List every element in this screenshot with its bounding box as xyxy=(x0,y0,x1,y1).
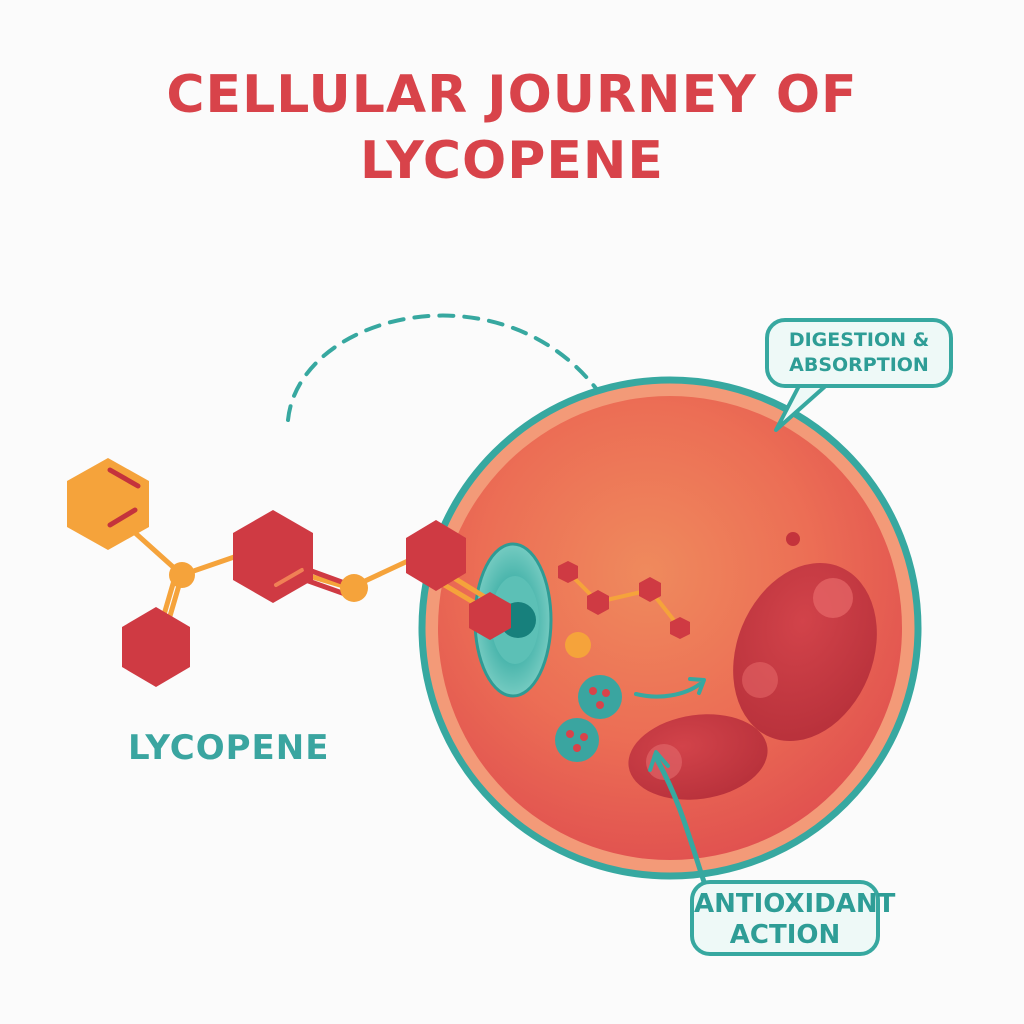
vesicle-1-dot-b xyxy=(602,689,610,697)
intracellular-lycopene xyxy=(558,561,690,658)
joint-orange-2 xyxy=(340,574,368,602)
antioxidant-pointer-head-icon xyxy=(648,750,670,772)
vesicle-2-dot-c xyxy=(573,744,581,752)
title-line-2: LYCOPENE xyxy=(360,131,664,191)
lycopene-molecule xyxy=(67,458,511,687)
antioxidant-action-callout: ANTIOXIDANT ACTION xyxy=(690,880,896,956)
joint-orange-1 xyxy=(169,562,195,588)
molecule-label: LYCOPENE xyxy=(128,728,330,768)
vesicle-1-dot-a xyxy=(589,687,597,695)
antioxidant-line-1: ANTIOXIDANT xyxy=(694,889,896,919)
page-title: CELLULAR JOURNEY OF LYCOPENE xyxy=(0,62,1024,194)
digestion-absorption-callout: DIGESTION & ABSORPTION xyxy=(765,318,953,388)
title-line-1: CELLULAR JOURNEY OF xyxy=(166,65,858,125)
digestion-line-2: ABSORPTION xyxy=(789,354,929,376)
travel-path-arrow xyxy=(286,313,634,457)
antioxidant-pointer-arrow xyxy=(652,753,708,888)
organelle-highlight-small xyxy=(742,662,778,698)
hexagon-red-2 xyxy=(233,510,313,603)
vesicle-2-dot-a xyxy=(566,730,574,738)
hexagon-red-3 xyxy=(406,520,466,591)
internal-arrow-head-icon xyxy=(688,677,706,695)
hexagon-red-1 xyxy=(122,607,190,687)
antioxidant-line-2: ACTION xyxy=(729,920,841,950)
digestion-line-1: DIGESTION & xyxy=(788,329,930,351)
hexagon-red-4 xyxy=(469,592,511,640)
vesicle-1 xyxy=(578,675,622,719)
internal-arrow xyxy=(634,682,702,699)
organelle-highlight xyxy=(813,578,853,618)
small-dot xyxy=(786,532,800,546)
vesicle-2-dot-b xyxy=(580,733,588,741)
vesicle-1-dot-c xyxy=(596,701,604,709)
vesicle-2 xyxy=(555,718,599,762)
